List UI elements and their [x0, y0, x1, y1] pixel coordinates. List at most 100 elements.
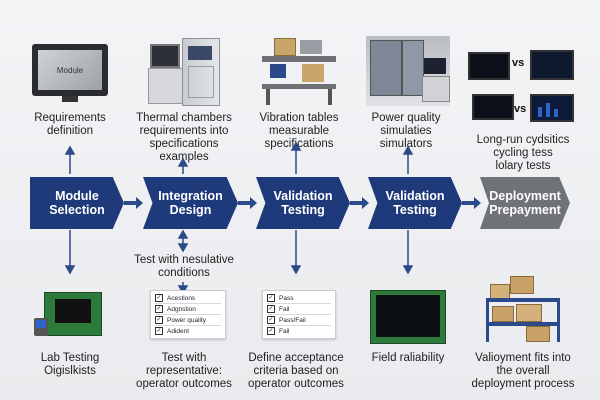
arrow-updown-2-up [177, 229, 189, 239]
step-line: Prepayment [489, 203, 561, 217]
checklist-b-text: Pass/Fail [279, 316, 306, 324]
line: Thermal chambers [136, 112, 232, 124]
checklist-b-row: ✓ Pass [267, 293, 331, 304]
line: cycling tess [493, 147, 553, 159]
line: specifications [264, 138, 334, 150]
screen-image-4 [530, 94, 574, 122]
bottom-label-test-representative: Test with representative: operator outco… [126, 352, 242, 391]
bottom-label-acceptance: Define acceptance criteria based on oper… [240, 352, 352, 391]
bottom-label-deployment: Valioyment fits into the overall deploym… [462, 352, 584, 391]
flow-arrow-4 [462, 197, 481, 209]
line: Test with nesulative [134, 254, 234, 266]
checklist-a-text: Adident [167, 327, 190, 335]
line: measurable [268, 125, 330, 137]
checklist-b-text: Fail [279, 327, 290, 335]
arrow-down-1-head [64, 265, 76, 275]
arrow-up-3-head [290, 141, 302, 151]
step-line: Deployment [489, 189, 561, 203]
checklist-a-row: ✓ Adgnstion [155, 304, 221, 315]
arrow-down-2-head [177, 285, 189, 295]
circuit-board-image [44, 292, 102, 336]
line: Test with [161, 352, 207, 364]
line: Lab Testing [40, 352, 100, 364]
line: requirements into [139, 125, 229, 137]
checklist-b: ✓ Pass ✓ Fail ✓ Pass/Fail ✓ Fail [262, 290, 336, 339]
vibration-table-image [262, 38, 336, 106]
top-label-thermal: Thermal chambers requirements into speci… [126, 112, 242, 164]
bottom-label-lab-testing: Lab Testing Oigislkists [22, 352, 118, 378]
mid-label-test-conditions: Test with nesulative conditions [126, 254, 242, 280]
flow-arrow-2 [238, 197, 257, 209]
top-label-requirements: Requirements definition [22, 112, 118, 138]
line: lolary tests [495, 160, 551, 172]
line: deployment process [471, 378, 575, 390]
line: Power quality [371, 112, 441, 124]
checklist-a-row: ✓ Acestions [155, 293, 221, 304]
step-line: Testing [393, 203, 437, 217]
monitor-stand [62, 96, 78, 102]
monitor-text: Module [56, 65, 84, 75]
check-icon: ✓ [267, 305, 275, 313]
field-display-image [370, 290, 446, 344]
arrow-up-4-head [402, 145, 414, 155]
pallet-rack-image [486, 276, 560, 342]
flow-arrow-1 [124, 197, 143, 209]
checklist-b-text: Fail [279, 305, 290, 313]
line: simulators [379, 138, 433, 150]
thermal-chamber-image [148, 38, 220, 106]
line: Field raliability [371, 352, 445, 364]
step-line: Module [55, 189, 99, 203]
line: Vibration tables [259, 112, 339, 124]
bottom-label-field: Field raliability [358, 352, 458, 365]
handheld-device-image [34, 318, 48, 336]
monitor-image: Module [32, 44, 108, 96]
line: criteria based on [253, 365, 339, 377]
line: examples [159, 151, 209, 163]
checklist-b-row: ✓ Fail [267, 326, 331, 336]
check-icon: ✓ [155, 305, 163, 313]
vs-label-1: vs [512, 57, 525, 69]
check-icon: ✓ [155, 294, 163, 302]
line: Long-run cydsitics [476, 134, 570, 146]
checklist-a-text: Power quality [167, 316, 207, 324]
check-icon: ✓ [267, 294, 275, 302]
checklist-a-row: ✓ Adident [155, 326, 221, 336]
line: Valioyment fits into [475, 352, 571, 364]
line: operator outcomes [136, 378, 232, 390]
top-label-power: Power quality simulaties simulators [356, 112, 456, 151]
line: specifications [149, 138, 219, 150]
check-icon: ✓ [155, 327, 163, 335]
check-icon: ✓ [155, 316, 163, 324]
top-label-vibration: Vibration tables measurable specificatio… [246, 112, 352, 151]
line: Define acceptance [248, 352, 344, 364]
arrow-up-2-head [177, 157, 189, 167]
line: representative: [145, 365, 223, 377]
line: simulaties [380, 125, 432, 137]
checklist-b-text: Pass [279, 294, 294, 302]
checklist-a: ✓ Acestions ✓ Adgnstion ✓ Power quality ✓ Ad… [150, 290, 226, 339]
step-line: Validation [273, 189, 333, 203]
top-label-long-run: Long-run cydsitics cycling tess lolary t… [462, 134, 584, 173]
power-quality-room-image [366, 36, 450, 106]
step-line: Design [169, 203, 212, 217]
screen-image-1 [468, 52, 510, 80]
step-line: Testing [281, 203, 325, 217]
checklist-b-row: ✓ Fail [267, 304, 331, 315]
step-line: Validation [385, 189, 445, 203]
check-icon: ✓ [267, 316, 275, 324]
flow-arrow-3 [350, 197, 369, 209]
check-icon: ✓ [267, 327, 275, 335]
checklist-a-row: ✓ Power quality [155, 315, 221, 326]
checklist-a-text: Adgnstion [167, 305, 196, 313]
arrow-down-4-head [402, 265, 414, 275]
screen-image-3 [472, 94, 514, 120]
checklist-a-text: Acestions [167, 294, 196, 302]
line: Oigislkists [44, 365, 96, 377]
line: definition [46, 125, 94, 137]
arrow-down-3-head [290, 265, 302, 275]
